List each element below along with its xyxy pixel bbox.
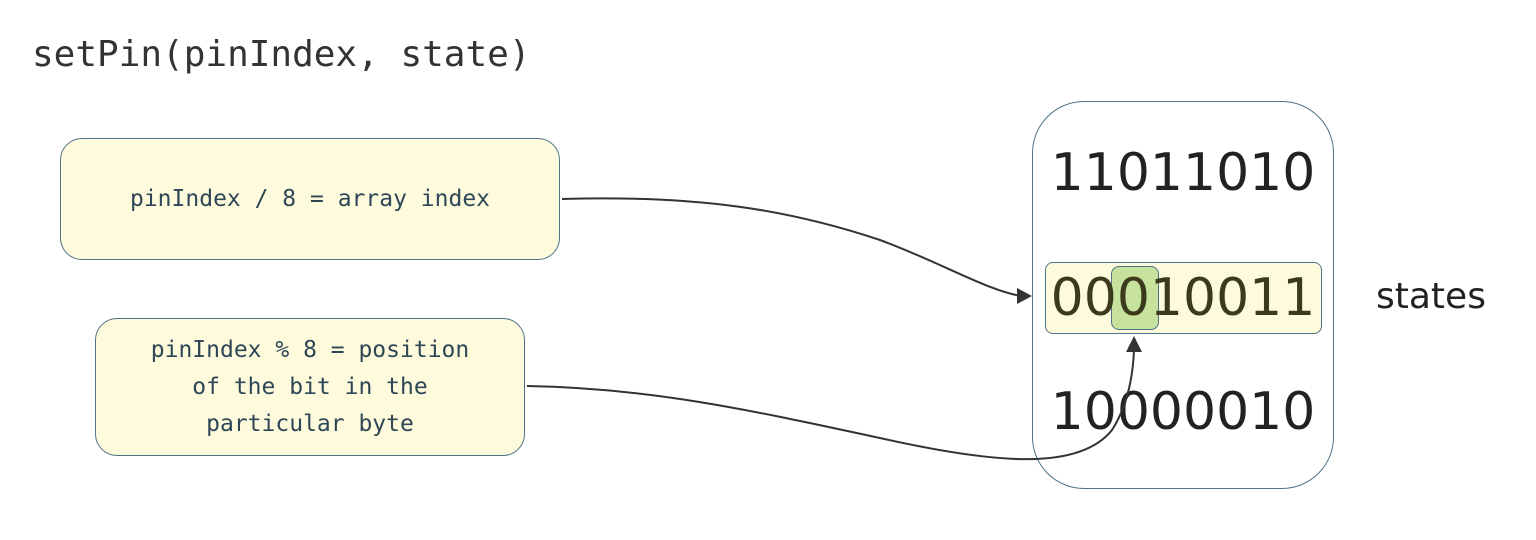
array-byte-0: 11011010 <box>1050 143 1316 203</box>
array-byte-1: 00010011 <box>1050 268 1316 328</box>
states-array-container <box>1032 101 1334 489</box>
note-bit-position-line-1: pinIndex % 8 = position <box>150 336 470 363</box>
note-bit-position: pinIndex % 8 = position of the bit in th… <box>95 318 525 456</box>
function-signature: setPin(pinIndex, state) <box>32 34 531 75</box>
note-array-index-text: pinIndex / 8 = array index <box>129 186 491 212</box>
arrow-to-byte <box>561 197 1023 297</box>
highlighted-byte-box <box>1045 262 1322 334</box>
array-byte-2: 10000010 <box>1050 382 1316 442</box>
note-bit-position-line-2: of the bit in the <box>192 373 428 400</box>
highlighted-bit-box <box>1111 266 1159 330</box>
arrow-to-bit-head <box>1126 336 1142 352</box>
note-array-index: pinIndex / 8 = array index <box>60 138 560 260</box>
note-bit-position-line-3: particular byte <box>206 410 414 437</box>
array-label: states <box>1376 276 1486 317</box>
arrow-to-byte-head <box>1017 288 1032 304</box>
arrow-to-bit <box>526 349 1135 461</box>
